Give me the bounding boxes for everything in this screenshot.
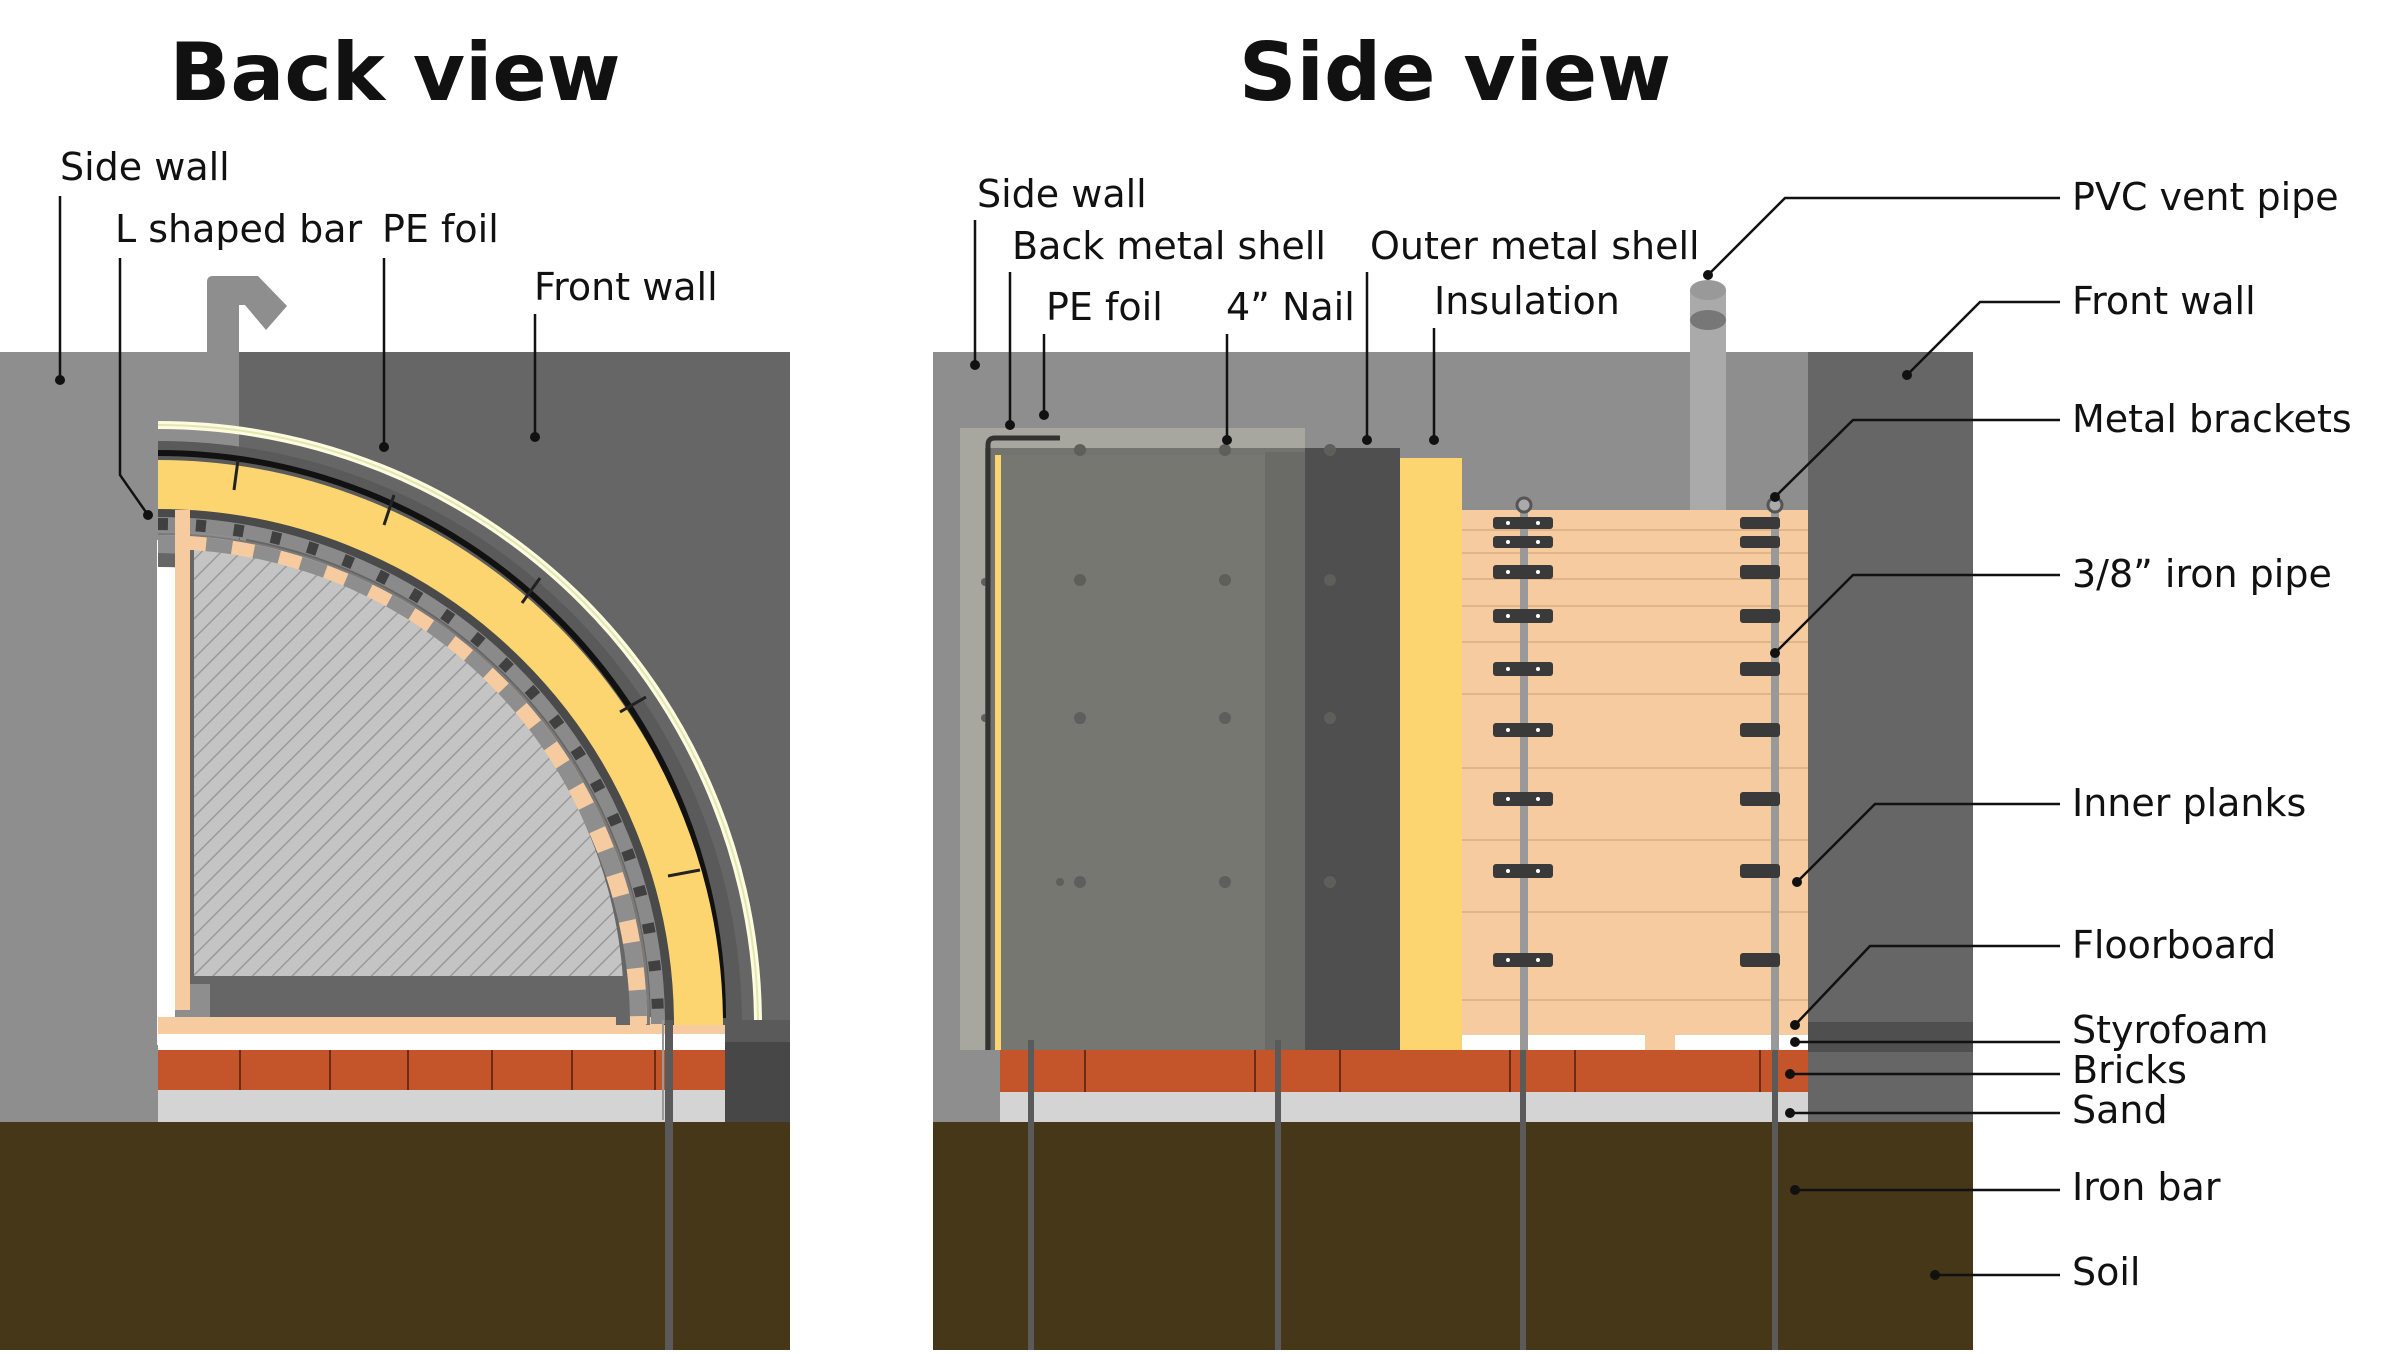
- side-front-wall: [1808, 352, 1973, 1122]
- back-view: Side wall L shaped bar PE foil Front wal…: [0, 145, 790, 1350]
- side-iron-bars: [1028, 1040, 1778, 1350]
- label-bricks: Bricks: [2072, 1048, 2187, 1092]
- side-view-title: Side view: [1239, 26, 1671, 119]
- back-sand: [158, 1090, 725, 1122]
- label-side-front-wall: Front wall: [2072, 279, 2256, 323]
- side-inner-planks: [1462, 510, 1808, 1040]
- side-metal-brackets: [1493, 517, 1780, 967]
- label-floorboard: Floorboard: [2072, 923, 2276, 967]
- side-sand: [1000, 1092, 1808, 1122]
- back-leader-lines: [58, 196, 537, 516]
- side-iron-pipes: [1515, 496, 1784, 1050]
- pvc-vent-pipe: [1690, 280, 1726, 510]
- side-bricks: [1000, 1050, 1808, 1092]
- label-back-l-shaped-bar: L shaped bar: [115, 207, 363, 251]
- label-side-nail: 4” Nail: [1226, 285, 1355, 329]
- label-back-front-wall: Front wall: [534, 265, 718, 309]
- side-back-metal-bar: [985, 435, 1060, 1050]
- leader-dot: [55, 375, 65, 385]
- label-metal-brackets: Metal brackets: [2072, 397, 2352, 441]
- label-back-pe-foil: PE foil: [382, 207, 499, 251]
- side-floorboard: [1645, 1035, 1675, 1050]
- label-styrofoam: Styrofoam: [2072, 1008, 2268, 1052]
- side-leader-lines: [973, 196, 2060, 1277]
- leader-dot: [143, 510, 153, 520]
- leader-dot: [379, 442, 389, 452]
- back-side-wall: [0, 352, 160, 1122]
- label-soil: Soil: [2072, 1250, 2141, 1294]
- label-iron-bar: Iron bar: [2072, 1165, 2221, 1209]
- back-iron-bar: [665, 1020, 673, 1350]
- side-styrofoam: [1462, 1035, 1808, 1050]
- side-insulation: [1400, 458, 1462, 1050]
- label-back-side-wall: Side wall: [60, 145, 230, 189]
- side-leader-dots: [970, 270, 1940, 1280]
- label-side-outer-metal-shell: Outer metal shell: [1370, 224, 1700, 268]
- label-pvc-vent-pipe: PVC vent pipe: [2072, 175, 2339, 219]
- label-side-pe-foil: PE foil: [1046, 285, 1163, 329]
- l-shaped-bar: [175, 510, 190, 1010]
- back-soil: [0, 1122, 790, 1350]
- label-sand: Sand: [2072, 1088, 2168, 1132]
- side-soil: [933, 1122, 1973, 1350]
- leader-dot: [530, 432, 540, 442]
- back-view-title: Back view: [169, 26, 620, 119]
- label-inner-planks: Inner planks: [2072, 781, 2306, 825]
- side-outer-metal-shell: [1305, 448, 1400, 1050]
- label-side-back-metal-shell: Back metal shell: [1012, 224, 1326, 268]
- back-arch-layers: [157, 421, 762, 1026]
- label-side-insulation: Insulation: [1434, 279, 1620, 323]
- side-view: Side wall Back metal shell PE foil 4” Na…: [933, 172, 2352, 1350]
- label-side-side-wall: Side wall: [977, 172, 1147, 216]
- back-styrofoam: [158, 1034, 725, 1050]
- label-iron-pipe: 3/8” iron pipe: [2072, 552, 2332, 596]
- back-bricks: [158, 1050, 725, 1090]
